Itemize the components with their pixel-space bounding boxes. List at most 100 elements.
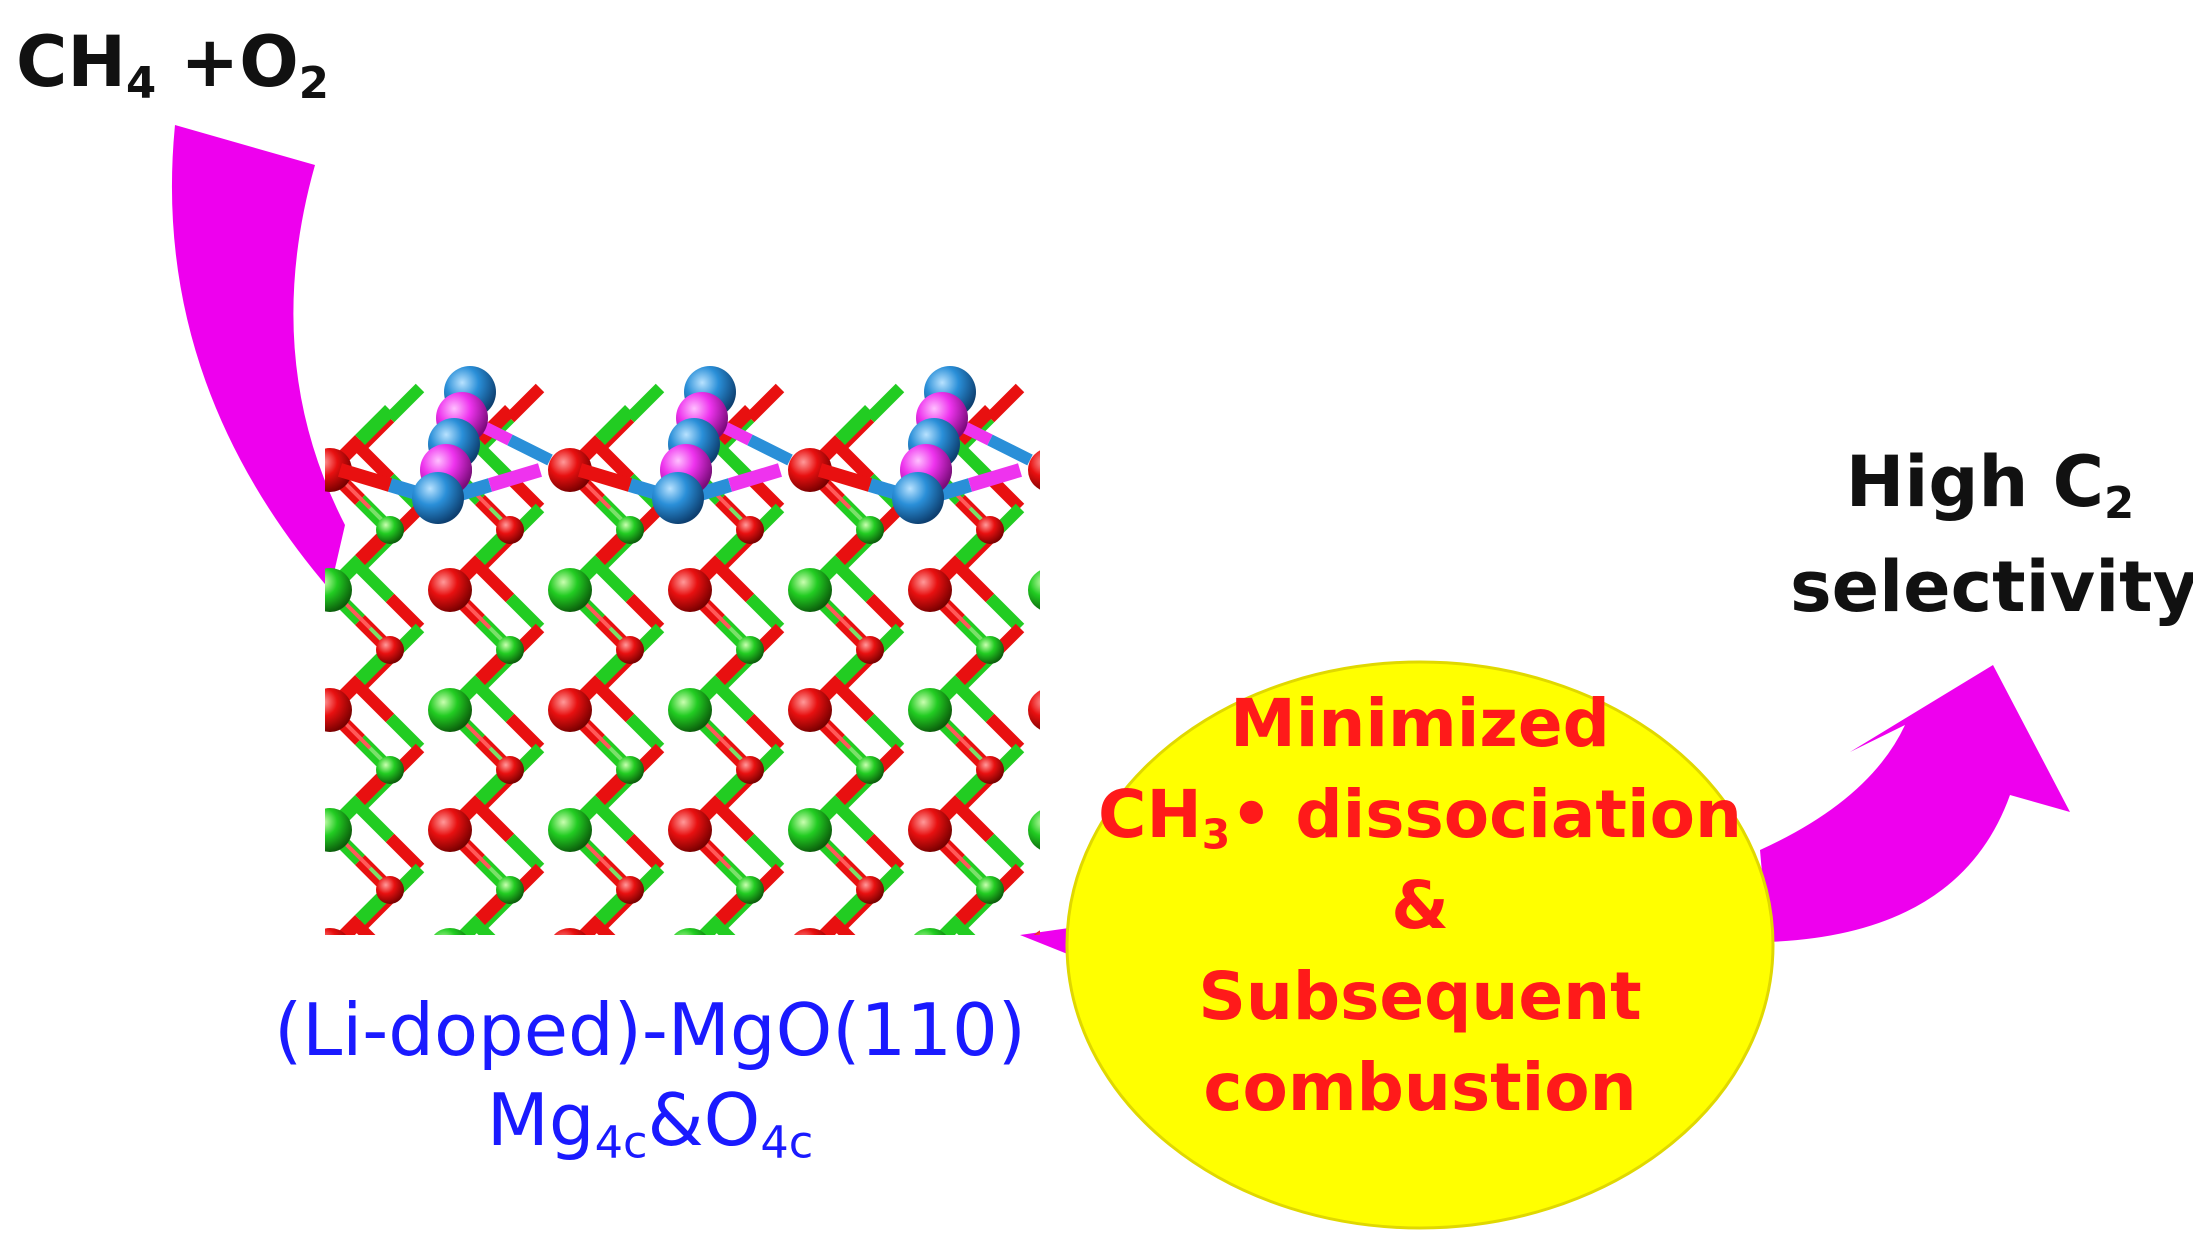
lattice-bond xyxy=(1110,598,1140,628)
lattice-bond xyxy=(505,383,545,423)
lattice-bond xyxy=(385,833,425,873)
curved-arrow-in-icon xyxy=(171,125,345,590)
lattice-bond xyxy=(460,958,490,988)
lattice-bond xyxy=(625,593,665,633)
lattice-bond xyxy=(1050,560,1080,590)
magnesium-atom xyxy=(325,568,352,612)
magnesium-atom xyxy=(788,808,832,852)
lattice-bond xyxy=(1110,508,1140,538)
lattice-bond xyxy=(835,923,856,935)
lattice-bond xyxy=(335,915,365,935)
lattice-bond xyxy=(385,713,425,753)
lattice-bond xyxy=(1080,418,1110,448)
magnesium-atom xyxy=(376,516,404,544)
oxygen-atom xyxy=(793,928,827,935)
oxygen-atom xyxy=(736,516,764,544)
oxygen-atom xyxy=(496,516,524,544)
dopant-atom xyxy=(892,472,944,524)
lattice-bond xyxy=(967,463,1023,492)
lattice-bond xyxy=(475,923,496,935)
lattice-bond xyxy=(745,593,785,633)
dopant-atom xyxy=(652,472,704,524)
lattice-bond xyxy=(747,434,793,466)
oxygen-atom xyxy=(736,756,764,784)
lattice-bond xyxy=(715,405,755,445)
lattice-bond xyxy=(355,803,395,843)
lattice-bond xyxy=(355,443,395,483)
lattice-bond xyxy=(810,950,840,980)
lattice-bond xyxy=(935,915,965,935)
lattice-bond xyxy=(715,443,755,483)
magnesium-atom xyxy=(976,876,1004,904)
lattice-bond xyxy=(1060,478,1090,508)
lattice-bond xyxy=(940,958,970,988)
magnesium-atom xyxy=(856,516,884,544)
lattice-bond xyxy=(577,463,633,492)
magnesium-atom xyxy=(616,516,644,544)
lattice-bond xyxy=(1090,508,1120,538)
lattice-bond xyxy=(955,443,995,483)
oxygen-atom xyxy=(856,636,884,664)
lattice-bond xyxy=(985,713,1025,753)
oxygen-atom xyxy=(1028,690,1040,730)
lattice-bond xyxy=(1050,470,1080,500)
oxygen-atom xyxy=(668,568,712,612)
magnesium-atom xyxy=(673,928,707,935)
lattice-bond xyxy=(865,833,905,873)
lattice-bond xyxy=(595,443,635,483)
lattice-bond xyxy=(505,833,545,873)
oxygen-atom xyxy=(553,928,587,935)
lattice-bond xyxy=(715,563,755,603)
magnesium-atom xyxy=(496,636,524,664)
oxygen-atom xyxy=(908,568,952,612)
lattice-bond xyxy=(1080,500,1110,530)
lattice-bond xyxy=(595,405,635,445)
oxygen-atom xyxy=(616,636,644,664)
magnesium-atom xyxy=(496,876,524,904)
product-line-2: selectivity xyxy=(1790,546,2193,628)
oxygen-atom xyxy=(428,568,472,612)
lattice-bond xyxy=(870,958,900,988)
lattice-bond xyxy=(475,443,515,483)
lattice-bond xyxy=(595,923,616,935)
dopant-atom xyxy=(412,472,464,524)
lattice-bond xyxy=(865,593,905,633)
surface-line-2: Mg4c&O4c xyxy=(486,1078,814,1169)
lattice-bond xyxy=(505,713,545,753)
lattice-bond xyxy=(475,803,515,843)
magnesium-atom xyxy=(616,756,644,784)
lattice-bond xyxy=(475,405,515,445)
lattice-bond xyxy=(745,713,785,753)
oxygen-atom xyxy=(976,516,1004,544)
lattice-bond xyxy=(595,563,635,603)
lattice-bond xyxy=(750,958,780,988)
oxygen-atom xyxy=(788,448,832,492)
lattice-bond xyxy=(625,383,665,423)
lattice-bond xyxy=(507,434,553,466)
oxygen-atom xyxy=(976,756,1004,784)
magnesium-atom xyxy=(736,876,764,904)
mechanism-line-1: Minimized xyxy=(1230,685,1610,762)
lattice-bond xyxy=(385,593,425,633)
oxygen-atom xyxy=(1096,636,1124,664)
lattice-bond xyxy=(355,405,395,445)
lattice-bond xyxy=(865,713,905,753)
mechanism-line-4: Subsequent xyxy=(1198,958,1642,1036)
magnesium-atom xyxy=(428,688,472,732)
lattice-bond xyxy=(595,683,635,723)
magnesium-atom xyxy=(668,688,712,732)
lattice-bond xyxy=(835,683,875,723)
oxygen-atom xyxy=(1033,930,1040,935)
lattice-bond xyxy=(1110,628,1140,658)
lattice-bond xyxy=(487,463,543,492)
lattice-bond xyxy=(450,950,480,980)
lattice-bond xyxy=(987,434,1033,466)
lattice-bond xyxy=(625,713,665,753)
magnesium-atom xyxy=(325,808,352,852)
oxygen-atom xyxy=(325,928,347,935)
lattice-bond xyxy=(745,383,785,423)
lattice-bond xyxy=(505,593,545,633)
lattice-bond xyxy=(835,563,875,603)
lattice-bond xyxy=(595,803,635,843)
